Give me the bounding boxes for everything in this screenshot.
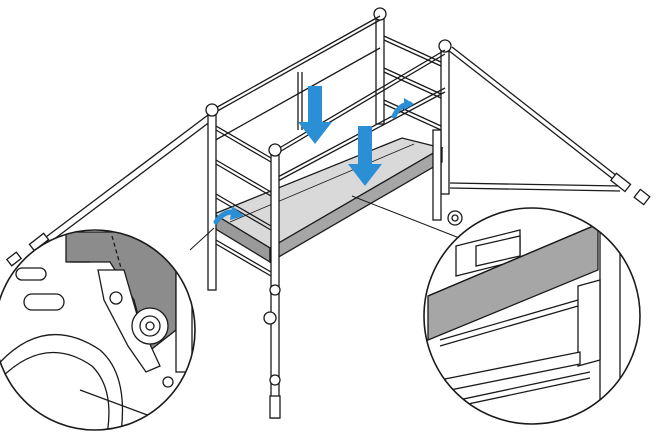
outrigger-front-left (5, 111, 216, 267)
outrigger-back-right (447, 46, 651, 206)
arrow-down-icon (348, 126, 382, 186)
arrow-down-icon (298, 86, 332, 144)
detail-toe-board (423, 207, 641, 425)
guard-rails (211, 15, 446, 183)
front-frame (205, 103, 282, 419)
detail-hook-lock (0, 229, 196, 431)
right-frame-lower (432, 129, 463, 226)
curved-arrow-icon (404, 98, 414, 110)
platform-deck (212, 137, 444, 264)
curved-arrow-icon (230, 206, 244, 220)
callout-line-left (189, 227, 215, 251)
back-frame (373, 7, 452, 195)
